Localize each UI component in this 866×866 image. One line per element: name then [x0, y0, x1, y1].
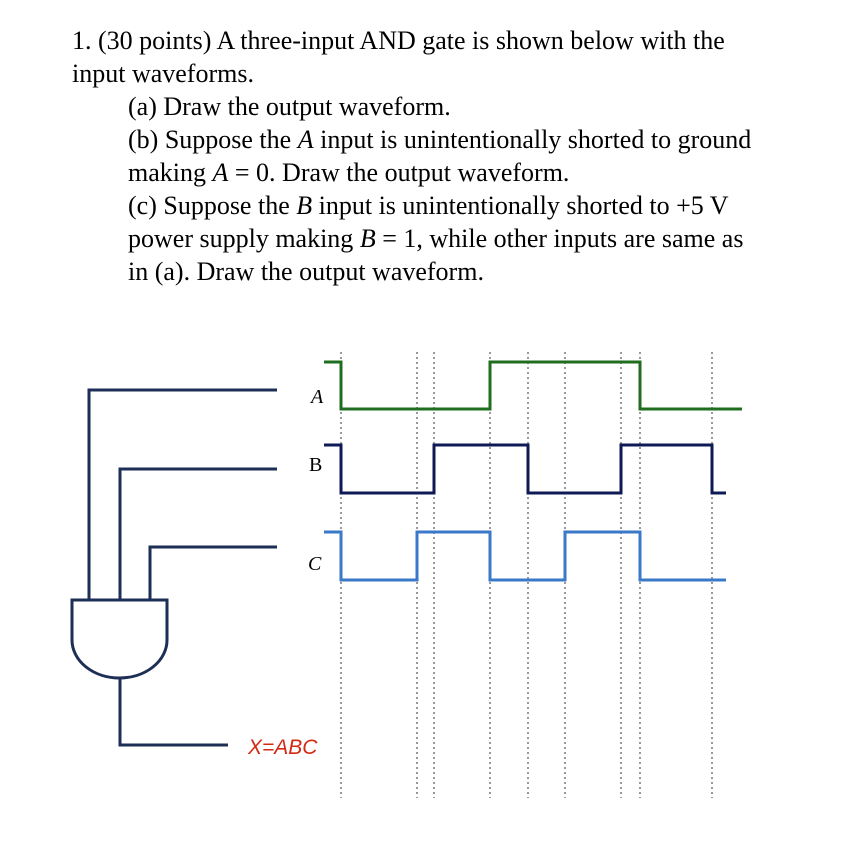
and-gate-body [70, 598, 169, 680]
waveform-a [324, 360, 742, 411]
timing-grid [340, 352, 713, 798]
part-c-line-1: (c) Suppose the B input is unintentional… [128, 191, 729, 220]
problem-line-2: input waveforms. [72, 59, 254, 88]
input-wire-a [87, 388, 277, 600]
part-b-line-1: (b) Suppose the A input is unintentional… [128, 125, 752, 154]
label-c: C [308, 553, 322, 575]
part-a: (a) Draw the output waveform. [128, 92, 451, 121]
output-wire [118, 678, 228, 747]
waveform-b [324, 443, 726, 495]
problem-text: 1. (30 points) A three-input AND gate is… [72, 24, 842, 288]
label-a: A [309, 386, 324, 408]
waveforms [324, 360, 742, 582]
and-gate [70, 388, 277, 747]
problem-line-1: 1. (30 points) A three-input AND gate is… [72, 26, 725, 55]
part-c-line-3: in (a). Draw the output waveform. [128, 257, 484, 286]
waveform-c [324, 530, 726, 582]
input-wire-b [118, 467, 277, 600]
output-label: X=ABC [247, 736, 318, 759]
label-b: B [309, 454, 322, 476]
part-c-line-2: power supply making B = 1, while other i… [128, 224, 744, 253]
part-b-line-2: making A = 0. Draw the output waveform. [128, 158, 570, 187]
input-wire-c [148, 545, 277, 600]
